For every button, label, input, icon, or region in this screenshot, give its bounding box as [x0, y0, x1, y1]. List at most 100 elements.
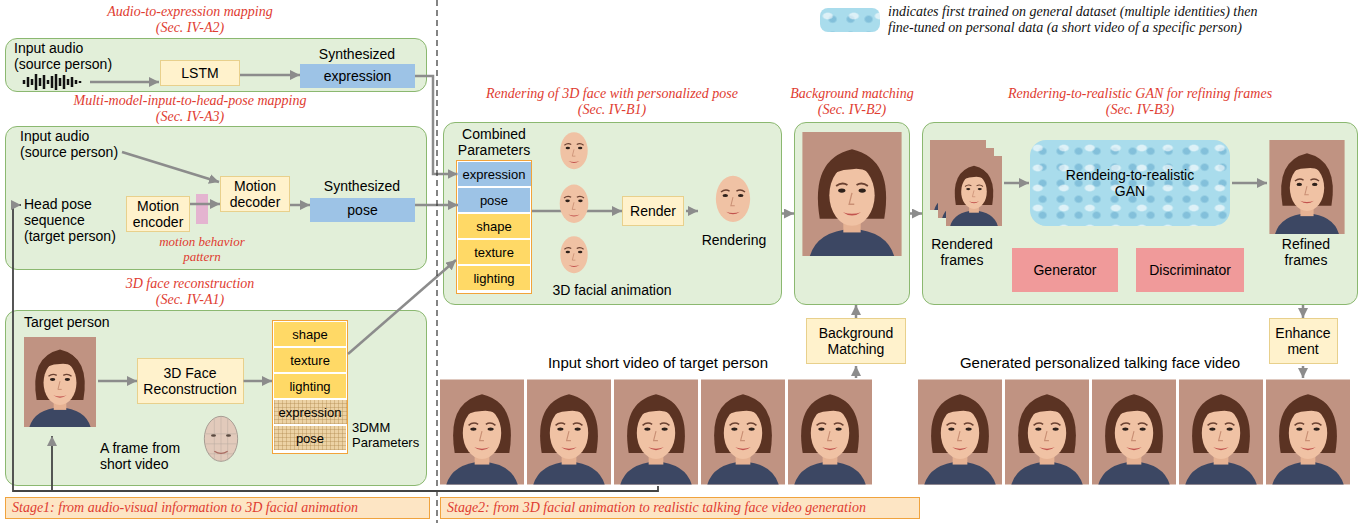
box-label: Head pose sequence (target person) — [24, 196, 119, 244]
section-heading: Rendering-to-realistic GAN for refining … — [1006, 86, 1274, 118]
video-frame — [440, 380, 524, 485]
box-label: Input audio (source person) — [20, 128, 122, 160]
section-heading: 3D face reconstruction (Sec. IV-A1) — [124, 276, 256, 308]
box-label: motion behavior pattern — [158, 234, 247, 264]
parameter-box: Synthesizedexpression — [300, 64, 415, 88]
video-frame — [527, 380, 611, 485]
module-panel: expressionposeshape texture lighting Combin… — [443, 122, 782, 305]
box-label: Rendeing-to-realistic GAN — [1064, 167, 1196, 199]
parameter-slot: lighting — [458, 266, 530, 290]
box-label: Synthesized — [324, 178, 400, 194]
flow-arrow — [686, 210, 698, 213]
stage-label: Stage1: from audio-visual information to… — [12, 500, 358, 516]
process-box: 3D Face Reconstruction — [137, 358, 244, 404]
face-images — [24, 132, 1350, 485]
parameter-slot: shape — [458, 214, 530, 238]
flow-arrow — [910, 212, 922, 215]
flow-arrow — [1302, 366, 1305, 378]
flow-arrow — [415, 76, 458, 174]
parameter-stack: shapetexturelightingexpressionpose3DMM P… — [272, 320, 348, 454]
flow-arrow — [782, 212, 794, 215]
flow-arrow — [348, 260, 456, 354]
caption-label: Generated personalized talking face vide… — [960, 354, 1240, 372]
box-label: 3D Face Reconstruction — [142, 365, 239, 397]
process-box: Render — [622, 196, 684, 226]
box-label: shape — [292, 327, 327, 342]
video-frame — [1005, 380, 1089, 485]
flow-arrows — [13, 82, 1303, 491]
box-label: Rendered frames — [930, 236, 995, 268]
flow-arrow — [855, 305, 858, 318]
rendered-face — [560, 184, 589, 223]
feedback-line — [51, 436, 53, 491]
box-label: 3DMM Parameters — [352, 420, 423, 450]
stage-divider — [436, 0, 437, 523]
flow-arrow — [98, 380, 137, 383]
box-label: Background Matching — [817, 325, 895, 357]
box-label: Rendering — [702, 232, 767, 248]
box-label: expression — [324, 68, 392, 84]
flow-arrow — [244, 380, 273, 383]
box-label: pose — [347, 202, 377, 218]
photo-frame — [802, 132, 901, 256]
box-label: pose — [296, 431, 324, 446]
parameter-slot: shape — [274, 322, 346, 346]
box-label: Synthesized — [319, 46, 395, 62]
box-label: Enhance ment — [1274, 325, 1333, 357]
box-label: texture — [474, 245, 514, 260]
box-label: lighting — [289, 379, 330, 394]
video-frame — [701, 380, 785, 485]
module-panel: Rendeing-to-realistic GAN Generator Discri… — [922, 122, 1358, 305]
flow-arrow — [190, 203, 220, 206]
box-label: Target person — [24, 314, 110, 330]
flow-arrow — [240, 74, 300, 77]
process-box: Motion encoder — [126, 196, 190, 232]
box-label: lighting — [473, 271, 514, 286]
caption-label: Input short video of target person — [548, 354, 768, 372]
process-box: Motion decoder — [220, 176, 290, 212]
parameter-box: pose — [458, 188, 530, 212]
box-label: Motion decoder — [228, 178, 282, 210]
flow-arrow — [1004, 182, 1029, 185]
box-label: Input audio (source person) — [14, 40, 116, 72]
latent-code-bar: motion behavior pattern — [196, 194, 208, 224]
box-label: Render — [630, 203, 676, 219]
flow-arrow — [90, 81, 159, 84]
rendered-face — [716, 176, 750, 222]
video-frame — [1179, 380, 1263, 485]
face-mesh — [204, 416, 237, 461]
photo-frame — [24, 337, 96, 427]
box-label: texture — [290, 353, 330, 368]
rendered-face — [560, 236, 587, 273]
parameter-stack: expressionposeshapetexturelightingCombin… — [456, 160, 532, 294]
network-box: Generator — [1012, 248, 1118, 292]
rendered-face — [560, 132, 587, 169]
stage-band: Stage1: from audio-visual information to… — [5, 497, 430, 519]
flow-arrow — [532, 210, 622, 213]
parameter-box: expression — [458, 162, 531, 186]
photo-frame — [930, 140, 986, 210]
box-label: Combined Parameters — [456, 126, 532, 158]
flow-arrow — [122, 152, 219, 182]
process-box: LSTM — [160, 60, 240, 86]
video-frame — [614, 380, 698, 485]
legend-swatch — [820, 8, 880, 32]
box-label: 3D facial animation — [552, 282, 671, 298]
section-heading: Background matching (Sec. IV-B2) — [789, 86, 916, 118]
section-heading: Rendering of 3D face with personalized p… — [485, 86, 740, 118]
flow-arrow — [415, 204, 458, 207]
video-frame — [1266, 380, 1350, 485]
network-box: Rendeing-to-realistic GAN — [1030, 140, 1230, 226]
flow-arrow — [290, 204, 310, 207]
flow-arrow — [1302, 305, 1305, 318]
process-box: Enhance ment — [1269, 318, 1338, 364]
parameter-box: Synthesizedpose — [310, 198, 415, 222]
parameter-slot: lighting — [274, 374, 346, 398]
box-label: LSTM — [181, 65, 218, 81]
photo-frame — [946, 156, 1002, 226]
stage-band: Stage2: from 3D facial animation to real… — [440, 497, 920, 519]
feedback-line — [13, 205, 658, 491]
network-box: Discriminator — [1136, 248, 1244, 292]
photo-frame — [1269, 140, 1344, 234]
video-frame — [788, 380, 872, 485]
